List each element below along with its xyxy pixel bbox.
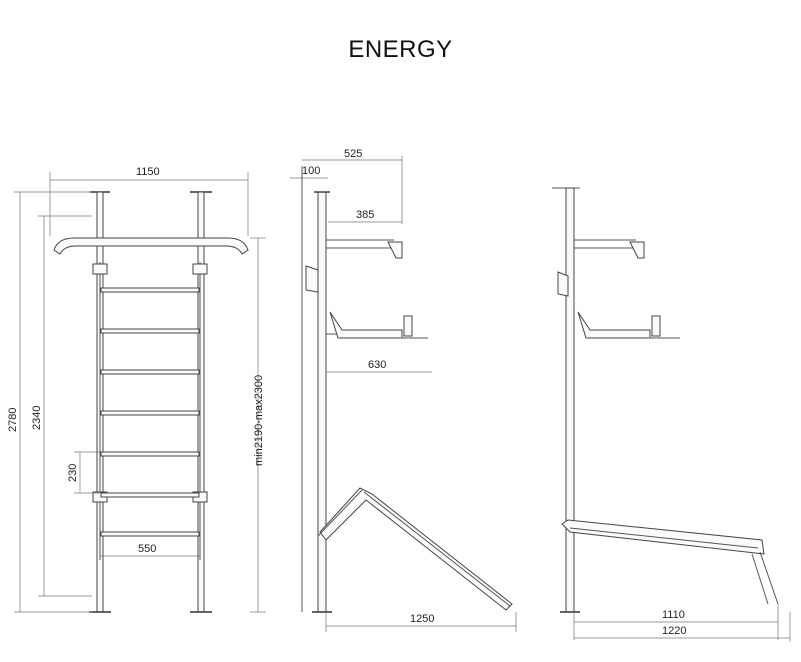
product-title: ENERGY xyxy=(348,36,453,63)
bench-length-dimension: 1250 xyxy=(410,613,434,625)
body-height-dimension: 2340 xyxy=(31,406,43,430)
ladder-rungs xyxy=(100,287,200,537)
wall-gap-dimension: 100 xyxy=(302,165,320,177)
bar-depth-dimension: 385 xyxy=(356,209,374,221)
front-view: 1150 2780 xyxy=(7,166,266,613)
rung-spacing-dimension: 230 xyxy=(67,464,79,482)
pole-range-dimension: min2190-max2300 xyxy=(253,375,265,466)
width-dimension: 1150 xyxy=(136,166,160,178)
total-depth-dimension: 1220 xyxy=(662,625,686,637)
top-depth-dimension: 525 xyxy=(344,148,362,160)
side-view-2: 1110 1220 xyxy=(552,187,791,642)
bench-length-2-dimension: 1110 xyxy=(662,609,685,621)
seat-depth-dimension: 630 xyxy=(368,359,386,371)
rung-width-dimension: 550 xyxy=(138,543,156,555)
total-height-dimension: 2780 xyxy=(7,408,19,432)
side-view: 525 100 385 630 1250 xyxy=(290,148,517,632)
